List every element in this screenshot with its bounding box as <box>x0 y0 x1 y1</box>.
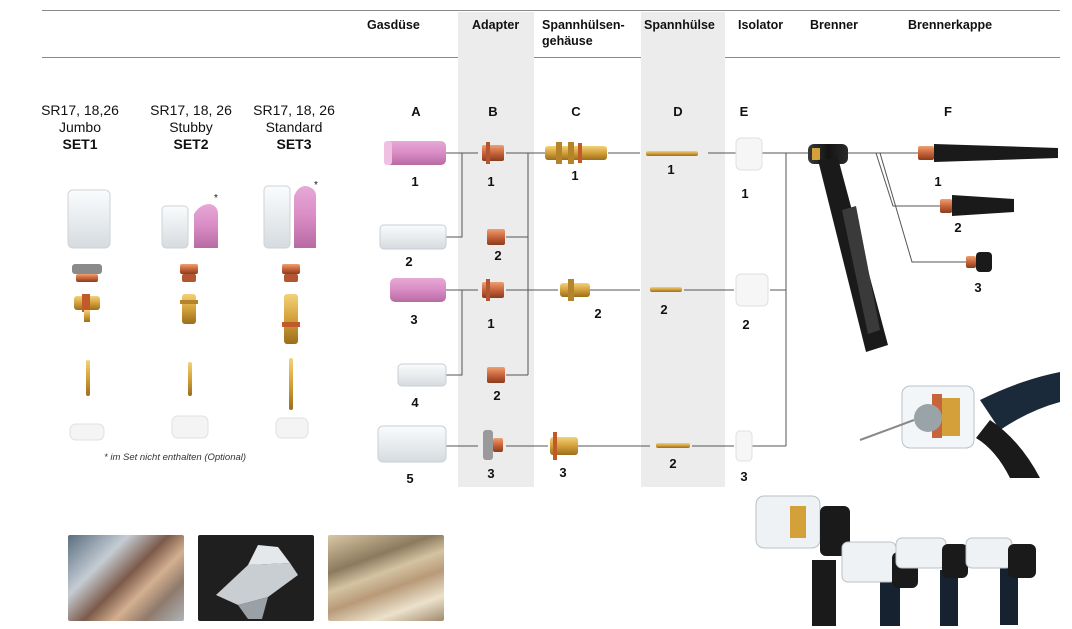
collet-body-c3 <box>550 432 578 460</box>
set-note: * im Set nicht enthalten (Optional) <box>104 452 247 463</box>
weld-photo-part <box>198 535 314 621</box>
label-f1: 1 <box>934 174 942 189</box>
set3-label: SR17, 18, 26 Standard SET3 <box>244 102 344 153</box>
adapter-b3 <box>483 430 503 460</box>
set1-line2: Jumbo <box>58 119 102 135</box>
label-a5: 5 <box>406 471 414 486</box>
set3-parts <box>263 185 316 439</box>
set2-parts <box>161 204 218 439</box>
label-a3: 3 <box>410 312 418 327</box>
set2-label: SR17, 18, 26 Stubby SET2 <box>141 102 241 153</box>
adapter-b1-second <box>482 279 504 301</box>
header-spannhuelse: Spannhülse <box>644 18 715 32</box>
set2-line3: SET2 <box>173 136 209 152</box>
adapter-column-shade <box>458 12 534 487</box>
weld-photo-seam <box>328 535 444 621</box>
label-d1: 1 <box>667 162 675 177</box>
label-d2-second: 2 <box>669 456 677 471</box>
collet-d2 <box>650 287 682 292</box>
label-e3: 3 <box>740 469 748 484</box>
nozzle-a1 <box>384 141 446 165</box>
set1-line3: SET1 <box>62 136 98 152</box>
header-spannhuelsengehaeuse-line2: gehäuse <box>542 34 593 48</box>
set2-line1: SR17, 18, 26 <box>150 102 232 118</box>
insulator-e3 <box>735 430 753 462</box>
spannhuelse-column-shade <box>641 12 725 487</box>
column-letter-c: C <box>571 104 581 119</box>
header-isolator: Isolator <box>738 18 784 32</box>
back-cap-f3 <box>966 252 992 272</box>
back-cap-f2 <box>940 195 1014 216</box>
label-f3: 3 <box>974 280 982 295</box>
glass-cup-a5 <box>377 425 447 463</box>
column-letter-a: A <box>411 104 421 119</box>
collet-d1 <box>646 151 698 156</box>
label-b2-second: 2 <box>493 388 501 403</box>
set3-line1: SR17, 18, 26 <box>253 102 335 118</box>
label-c1: 1 <box>571 168 579 183</box>
collet-body-c1 <box>545 142 607 164</box>
set2-optional-marker: * <box>214 193 218 204</box>
collet-d2-second <box>656 443 690 448</box>
set1-label: SR17, 18,26 Jumbo SET1 <box>30 102 130 153</box>
header-spannhuelsengehaeuse-line1: Spannhülsen- <box>542 18 625 32</box>
adapter-b2 <box>487 229 505 245</box>
set3-line2: Standard <box>265 119 323 135</box>
adapter-b1 <box>482 142 504 164</box>
label-b1: 1 <box>487 174 495 189</box>
label-f2: 2 <box>954 220 962 235</box>
set1-parts <box>67 189 111 441</box>
column-letter-b: B <box>488 104 498 119</box>
header-gasduese: Gasdüse <box>367 18 420 32</box>
header-brennerkappe: Brennerkappe <box>908 18 993 32</box>
torch-closeup-image <box>859 372 1060 478</box>
glass-cup-a2 <box>379 224 447 250</box>
set1-line1: SR17, 18,26 <box>41 102 119 118</box>
set2-line2: Stubby <box>169 119 213 135</box>
top-rule <box>42 10 1060 11</box>
glass-cup-a4 <box>397 363 447 387</box>
column-letter-e: E <box>739 104 749 119</box>
weld-photo-pipe <box>68 535 184 621</box>
label-b2: 2 <box>494 248 502 263</box>
adapter-b2-second <box>487 367 505 383</box>
label-c2: 2 <box>594 306 602 321</box>
header-adapter: Adapter <box>472 18 520 32</box>
label-a2: 2 <box>405 254 413 269</box>
column-letter-f: F <box>944 104 952 119</box>
label-b1-second: 1 <box>487 316 495 331</box>
insulator-e2 <box>735 273 769 307</box>
insulator-e1 <box>735 137 763 171</box>
set3-optional-marker: * <box>314 180 318 191</box>
nozzle-a3 <box>390 278 446 302</box>
collet-body-c2 <box>560 279 590 301</box>
label-e1: 1 <box>741 186 749 201</box>
column-letter-d: D <box>673 104 683 119</box>
back-cap-f1 <box>918 144 1058 162</box>
label-e2: 2 <box>742 317 750 332</box>
label-a4: 4 <box>411 395 419 410</box>
torch-handle <box>808 144 888 352</box>
torches-group-image <box>755 495 1036 626</box>
label-a1: 1 <box>411 174 419 189</box>
weld-part-shape <box>216 545 298 619</box>
label-b3: 3 <box>487 466 495 481</box>
label-c3: 3 <box>559 465 567 480</box>
connector-lines <box>446 152 966 447</box>
header-brenner: Brenner <box>810 18 858 32</box>
label-d2: 2 <box>660 302 668 317</box>
set3-line3: SET3 <box>276 136 312 152</box>
header-rule <box>42 57 1060 58</box>
